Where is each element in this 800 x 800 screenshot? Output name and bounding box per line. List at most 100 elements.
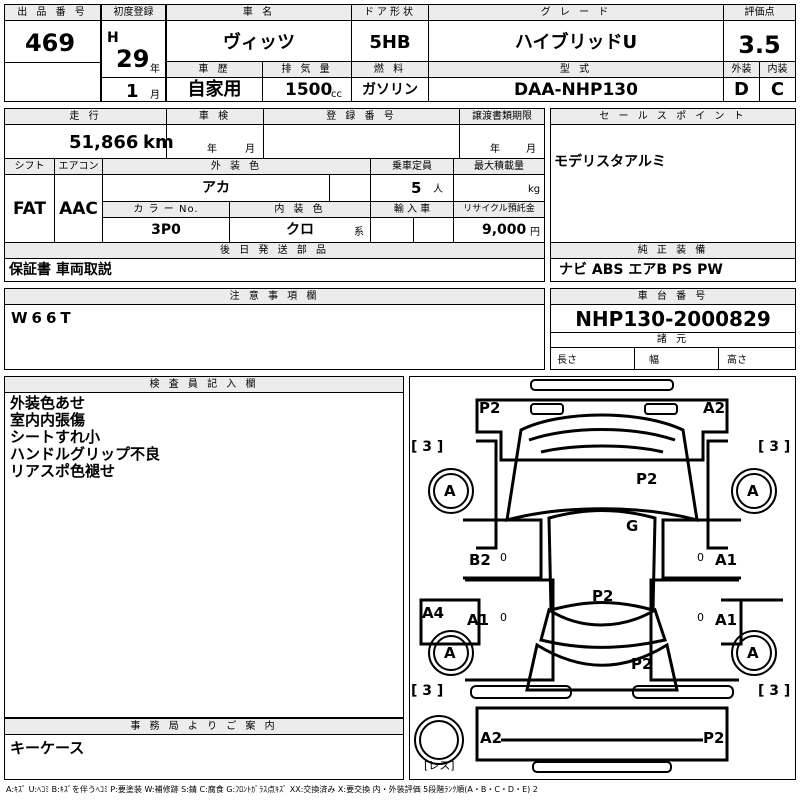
inspector-box: 検 査 員 記 入 欄 外装色あせ 室内内張傷 シートすれ小 ハンドルグリップ不…: [4, 376, 404, 718]
remark-1: 外装色あせ: [10, 394, 86, 412]
lot-header: 出 品 番 号: [5, 5, 100, 21]
cc-unit: cc: [331, 89, 342, 100]
office-note: キーケース: [10, 739, 85, 757]
displacement: 1500: [285, 80, 333, 100]
sales-point-box: セ ー ル ス ポ イ ン ト モデリスタアルミ: [550, 108, 796, 243]
tire-fr-tread: [ 3 ]: [758, 439, 791, 455]
zero-1: 0: [500, 551, 507, 564]
insp-year-unit: 年: [207, 144, 217, 155]
interior-grade: C: [770, 79, 785, 100]
genuine-header: 純 正 装 備: [551, 243, 795, 259]
history-box: 車 歴 自家用: [166, 61, 263, 102]
dmg-rear-door-right: A1: [715, 611, 738, 629]
aircon: AAC: [59, 199, 98, 219]
notes-box: 注 意 事 項 欄 W66T: [4, 288, 545, 370]
dmg-front-door-left: B2: [469, 551, 491, 569]
max-load-header: 最大積載量: [454, 159, 544, 175]
shift: FAT: [12, 199, 47, 219]
dmg-rear-door-left: A1: [467, 611, 490, 629]
reg-year: 29: [116, 45, 150, 73]
shift-header: シフト: [5, 159, 54, 175]
notes-header: 注 意 事 項 欄: [5, 289, 544, 305]
model-header: 型 式: [429, 62, 723, 78]
lot-box: 出 品 番 号 469: [4, 4, 101, 102]
kei-unit: 系: [354, 227, 364, 238]
spare-tire: [レス]: [424, 759, 455, 772]
dmg-wheel-fr: A: [747, 482, 759, 500]
office-box: 事 務 局 よ り ご 案 内 キーケース: [4, 718, 404, 780]
genuine-box: 純 正 装 備 ナビ ABS エアB PS PW: [550, 242, 796, 282]
dmg-wheel-fl: A: [444, 482, 456, 500]
insp-month-unit: 月: [245, 144, 255, 155]
mileage: 51,866: [69, 132, 139, 153]
fuel-box: 燃 料 ガソリン: [351, 61, 429, 102]
reg-no-box: 登 録 番 号: [263, 108, 460, 159]
reg-no-header: 登 録 番 号: [264, 109, 459, 125]
car-name-box: 車 名 ヴィッツ: [166, 4, 352, 62]
legend: A:ｷｽﾞ U:ﾍｺﾐ B:ｷｽﾞを伴うﾍｺﾐ P:要塗装 W:補修跡 S:錆 …: [6, 785, 538, 794]
zero-2: 0: [697, 551, 704, 564]
tire-fl-tread: [ 3 ]: [411, 439, 444, 455]
year-unit: 年: [150, 64, 160, 75]
kg-unit: kg: [528, 184, 541, 195]
reg-month: 1: [126, 81, 139, 102]
int-color-box: 内 装 色 クロ 系: [229, 201, 371, 243]
color-no-header: カ ラ ー No.: [103, 202, 229, 218]
later-parts-header: 後 日 発 送 部 品: [5, 243, 544, 259]
exterior-box: 外装 D: [723, 61, 760, 102]
damage-diagram: [409, 376, 796, 780]
import-box: 輸 入 車: [370, 201, 454, 243]
era-label: H: [107, 30, 119, 46]
inspector-header: 検 査 員 記 入 欄: [5, 377, 403, 393]
ext-color: アカ: [202, 180, 230, 196]
aircon-header: エアコン: [55, 159, 102, 175]
capacity: 5: [411, 179, 422, 197]
exterior-header: 外装: [724, 62, 759, 78]
color-no-box: カ ラ ー No. 3P0: [102, 201, 230, 243]
inspection-header: 車 検: [167, 109, 263, 125]
fuel-header: 燃 料: [352, 62, 428, 78]
car-outline: [414, 379, 783, 773]
recycle-box: リサイクル預託金 9,000 円: [453, 201, 545, 243]
aircon-box: エアコン AAC: [54, 158, 103, 243]
remark-4: ハンドルグリップ不良: [10, 445, 161, 463]
dmg-roof: P2: [592, 587, 614, 605]
dmg-hood: P2: [636, 470, 658, 488]
inspection-box: 車 検 年 月: [166, 108, 264, 159]
recycle-header: リサイクル預託金: [454, 202, 544, 218]
capacity-unit: 人: [433, 184, 443, 195]
recycle-fee: 9,000: [482, 222, 527, 238]
import-header: 輸 入 車: [371, 202, 453, 218]
door-header: ドア形状: [352, 5, 428, 21]
capacity-box: 乗車定員 5 人: [370, 158, 454, 202]
car-name-header: 車 名: [167, 5, 351, 21]
first-registration-box: 初度登録 H 29 年 1 月: [101, 4, 166, 102]
max-load-box: 最大積載量 kg: [453, 158, 545, 202]
length-label: 長さ: [557, 355, 577, 366]
mileage-box: 走 行 51,866 km: [4, 108, 174, 159]
score-header: 評価点: [724, 5, 795, 21]
transfer-year-unit: 年: [490, 144, 500, 155]
dmg-rear-left: A2: [480, 729, 503, 747]
exterior-grade: D: [734, 79, 749, 100]
dmg-wheel-rr: A: [747, 644, 759, 662]
notes: W66T: [11, 309, 75, 327]
sales-point: モデリスタアルミ: [554, 154, 666, 170]
genuine-equipment: ナビ ABS エアB PS PW: [559, 262, 723, 278]
ext-color-box: 外 装 色 アカ: [102, 158, 371, 202]
grade-header: グ レ ー ド: [429, 5, 723, 21]
office-header: 事 務 局 よ り ご 案 内: [5, 719, 403, 735]
chassis-box: 車 台 番 号 NHP130-2000829 諸 元 長さ 幅 高さ: [550, 288, 796, 370]
grade-box: グ レ ー ド ハイブリッドU: [428, 4, 724, 62]
dmg-front-left: P2: [479, 399, 501, 417]
lot-number: 469: [24, 29, 76, 57]
dmg-rocker-left: A4: [422, 604, 445, 622]
model: DAA-NHP130: [514, 80, 638, 100]
tire-rr-tread: [ 3 ]: [758, 683, 791, 699]
transfer-month-unit: 月: [526, 144, 536, 155]
remark-3: シートすれ小: [10, 428, 101, 446]
displacement-box: 排 気 量 1500 cc: [262, 61, 352, 102]
later-parts: 保証書 車両取説: [9, 262, 112, 278]
int-color-header: 内 装 色: [230, 202, 370, 218]
door-type: 5HB: [369, 32, 411, 53]
